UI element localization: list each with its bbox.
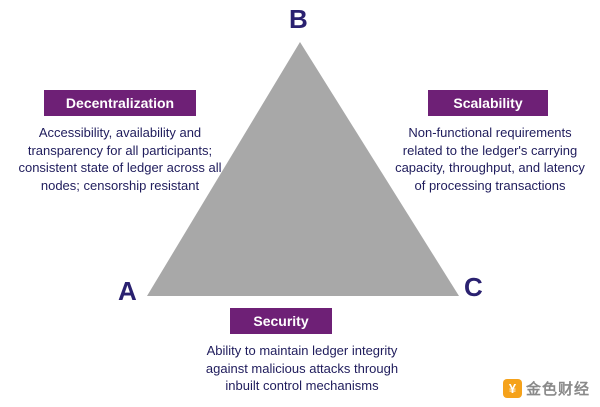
security-title: Security <box>230 308 332 334</box>
vertex-label-a: A <box>118 276 137 306</box>
watermark: 金色财经 <box>502 378 590 399</box>
decentralization-title: Decentralization <box>44 90 196 116</box>
scalability-title: Scalability <box>428 90 548 116</box>
vertex-label-b: B <box>289 4 308 34</box>
security-description: Ability to maintain ledger integrity aga… <box>205 343 399 394</box>
coin-icon <box>502 379 522 398</box>
scalability-description: Non-functional requirements related to t… <box>395 125 585 193</box>
watermark-text: 金色财经 <box>525 381 590 398</box>
decentralization-description: Accessibility, availability and transpar… <box>18 125 222 193</box>
vertex-label-c: C <box>464 272 483 302</box>
